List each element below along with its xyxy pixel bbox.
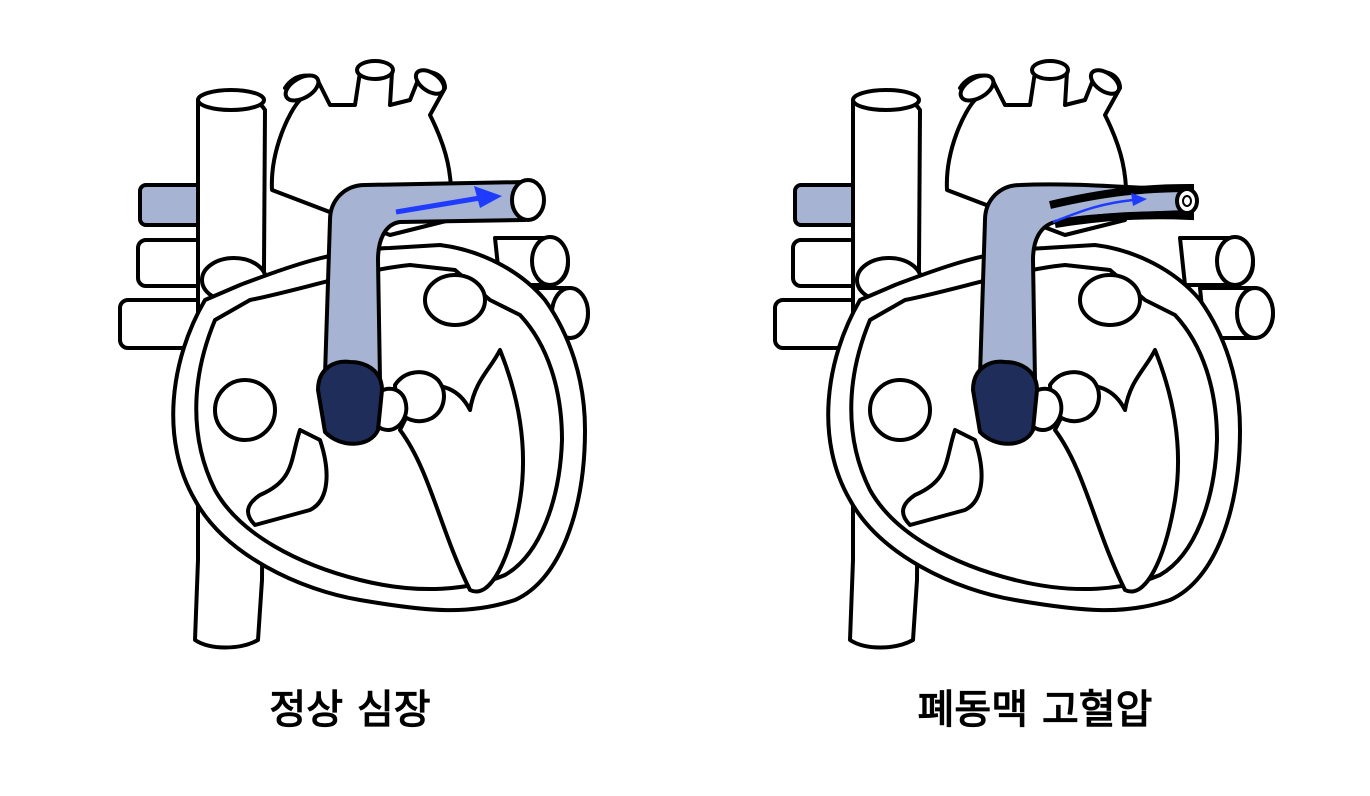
normal-heart-diagram (118, 59, 590, 650)
blood-flow-arrow-shaft (395, 195, 481, 215)
caption-pulmonary-hypertension: 폐동맥 고혈압 (917, 687, 1153, 733)
pulmonary-veins-right (1178, 235, 1275, 340)
panel-normal-heart: 정상 심장 (118, 59, 590, 733)
pulmonary-valve (970, 359, 1040, 446)
pulmonary-artery-normal (315, 178, 546, 446)
blood-flow-arrow-head (1131, 193, 1147, 206)
blood-flow-arrow-shaft (1052, 198, 1134, 224)
pulmonary-valve (315, 359, 385, 446)
blood-flow-arrow-head (474, 186, 502, 208)
pulmonary-artery-narrowed (970, 182, 1199, 446)
caption-normal-heart: 정상 심장 (269, 687, 431, 733)
panel-pulmonary-hypertension: 폐동맥 고혈압 (685, 0, 1370, 796)
hypertension-heart-diagram (773, 59, 1275, 650)
